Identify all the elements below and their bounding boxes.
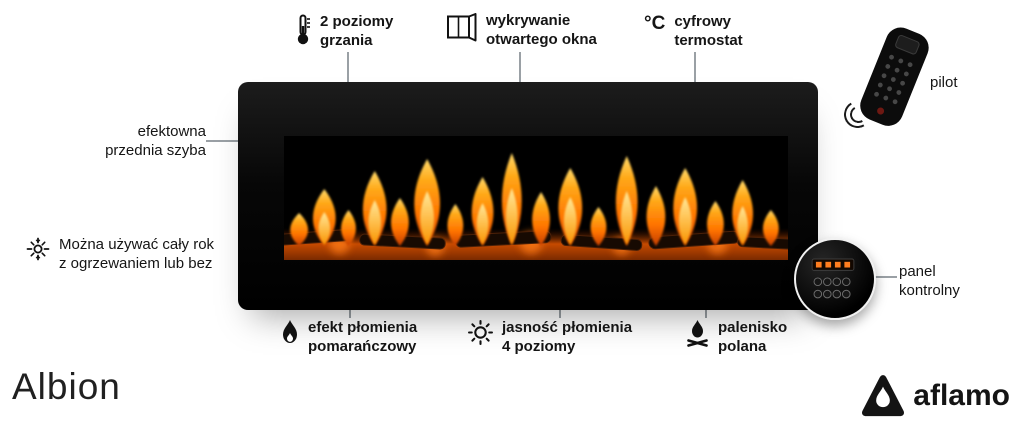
callout-year-round: Można używać cały rok z ogrzewaniem lub … [26, 236, 214, 274]
callout-open-window: wykrywanie otwartego okna [446, 12, 597, 50]
callout-control-panel: panel kontrolny [899, 263, 960, 301]
flames-graphic [284, 136, 788, 260]
brightness-icon [468, 320, 493, 345]
callout-label: wykrywanie otwartego okna [486, 12, 597, 48]
callout-heat-levels: 2 poziomy grzania [296, 13, 393, 51]
callout-label: efektowna przednia szyba [105, 123, 206, 159]
callout-front-glass: efektowna przednia szyba [60, 123, 206, 161]
open-window-icon [446, 13, 477, 42]
callout-thermostat: °C cyfrowy termostat [644, 13, 743, 51]
brand-logo: aflamo [860, 372, 1010, 419]
callout-label: palenisko polana [718, 319, 788, 355]
callout-label: panel kontrolny [899, 263, 960, 299]
fireplace-flame-screen [284, 136, 788, 260]
product-name: Albion [12, 366, 121, 407]
callout-flame-brightness: jasność płomienia 4 poziomy [468, 319, 632, 357]
sun-snowflake-icon [26, 237, 50, 261]
callout-label: cyfrowy termostat [674, 13, 743, 49]
brand-wordmark: aflamo [913, 378, 1010, 412]
callout-remote: pilot [930, 74, 958, 93]
callout-label: jasność płomienia 4 poziomy [502, 319, 633, 355]
remote-control-image [850, 20, 939, 137]
campfire-icon [686, 320, 709, 347]
callout-label: pilot [930, 74, 958, 91]
control-panel-inset-image [794, 238, 876, 320]
celsius-icon: °C [644, 13, 666, 34]
callout-label: 2 poziomy grzania [320, 13, 394, 49]
thermometer-icon [296, 14, 311, 45]
callout-flame-effect: efekt płomienia pomarańczowy [281, 319, 417, 357]
callout-fire-bed: palenisko polana [686, 319, 787, 357]
aflamo-flame-logo-icon [860, 373, 906, 419]
fireplace-product-image [238, 82, 818, 310]
callout-label: Można używać cały rok z ogrzewaniem lub … [59, 236, 215, 272]
callout-label: efekt płomienia pomarańczowy [308, 319, 418, 355]
flame-icon [281, 320, 299, 345]
